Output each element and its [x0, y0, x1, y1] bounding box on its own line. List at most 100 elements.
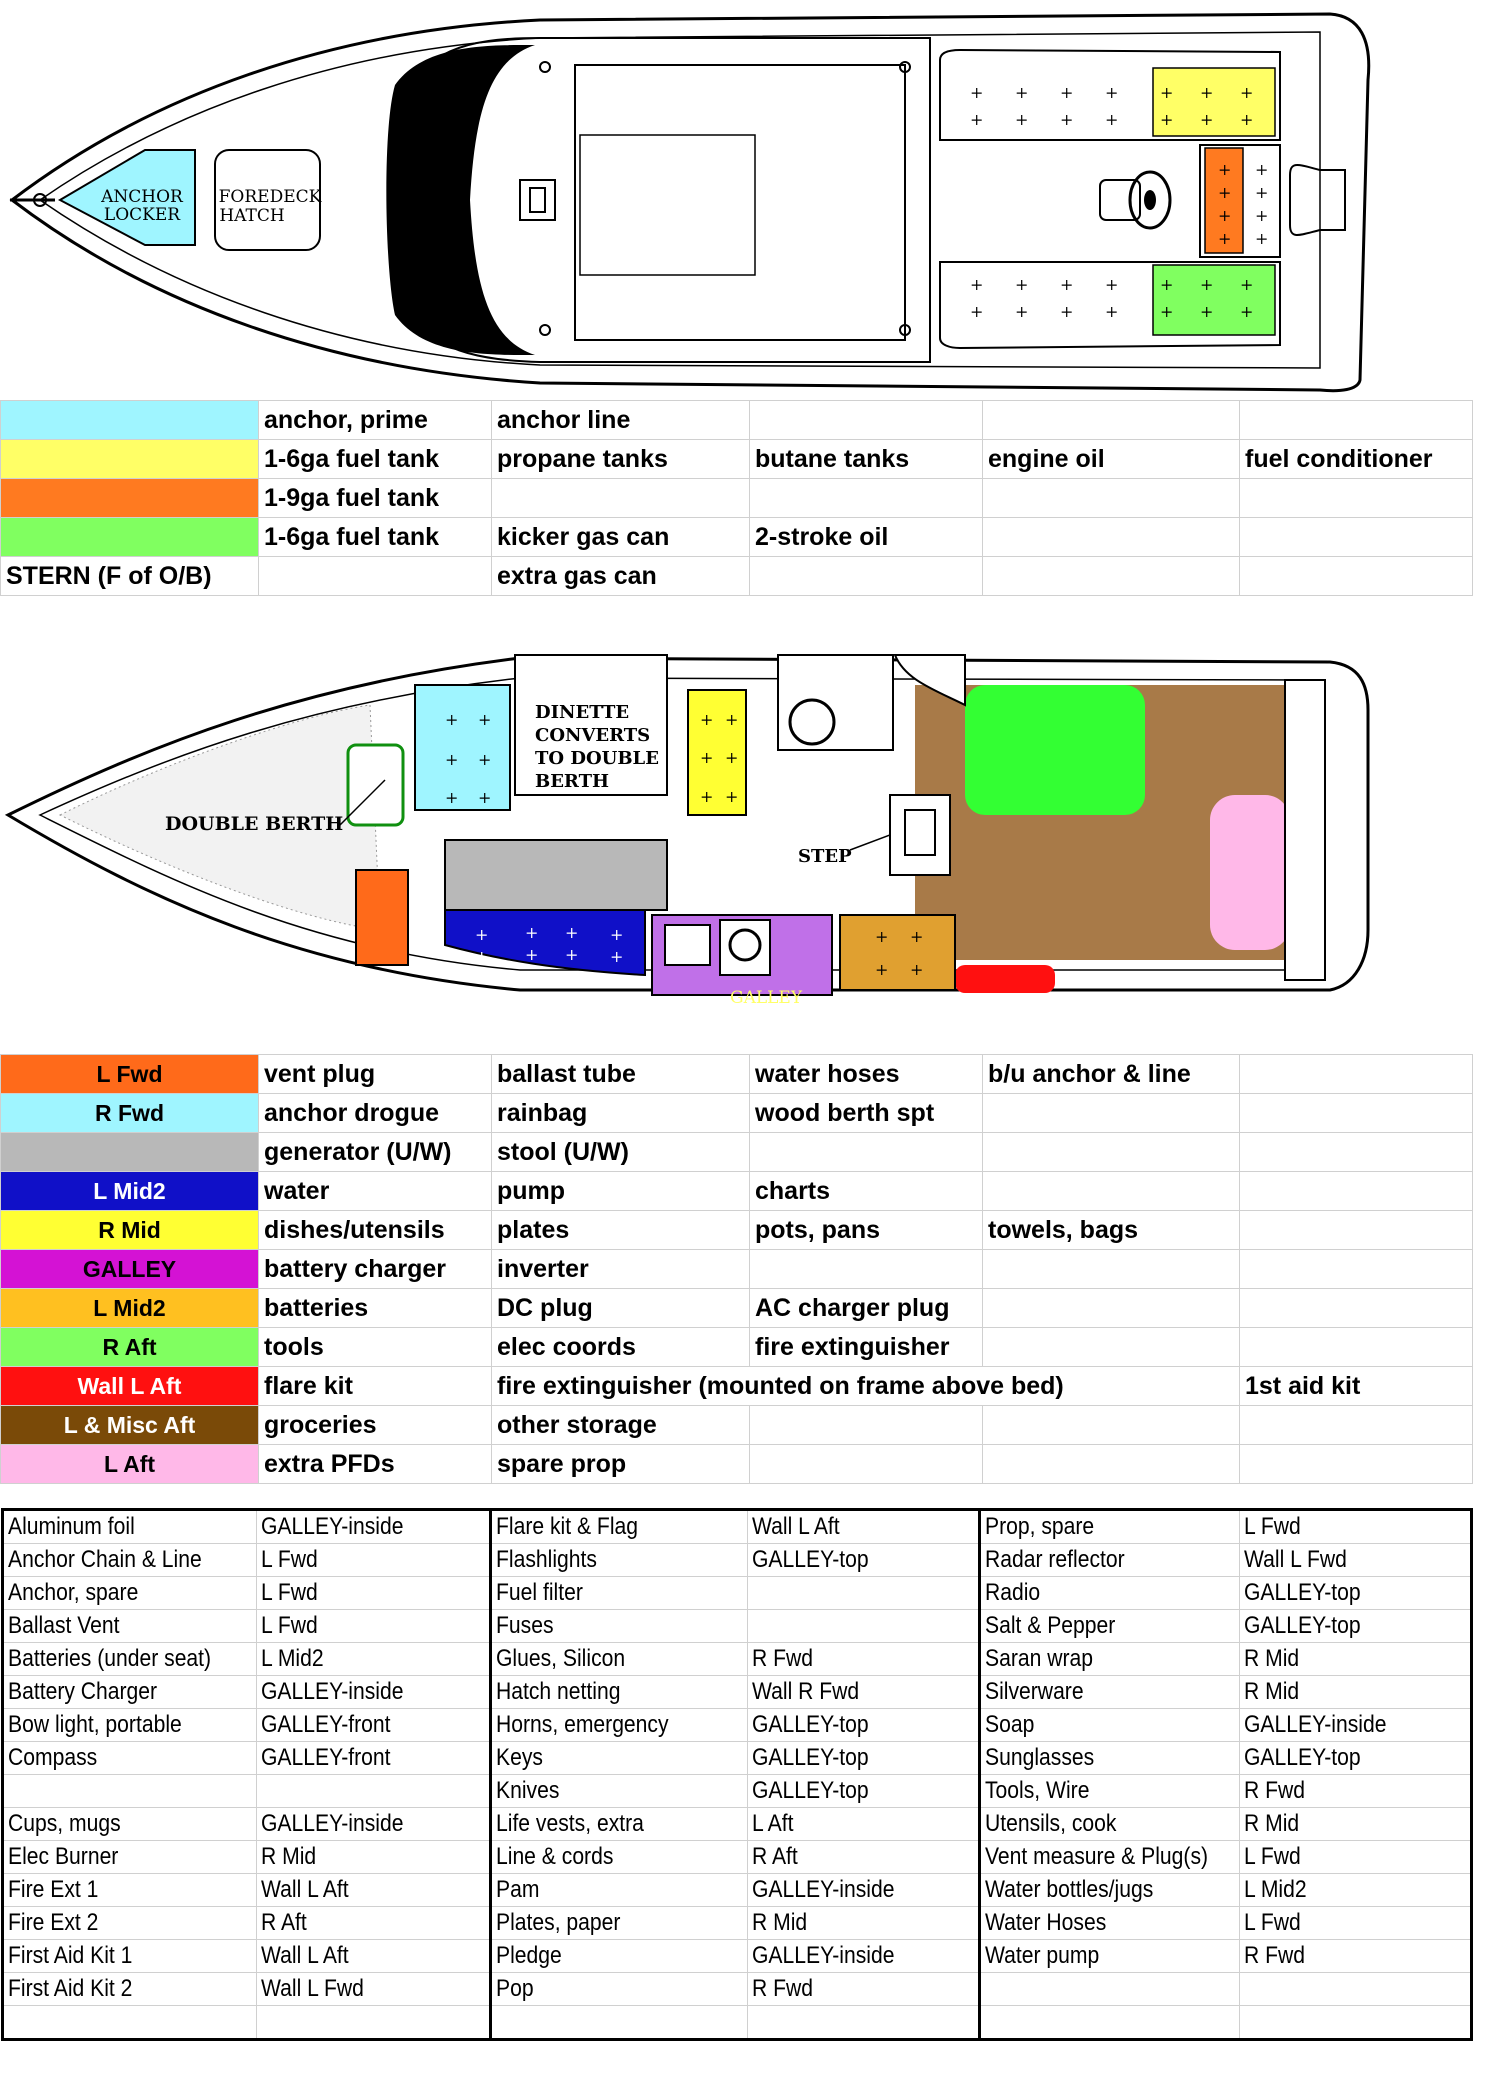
- index-cell-text: R Mid: [261, 1843, 317, 1870]
- index-cell-text: R Fwd: [1244, 1777, 1306, 1804]
- index-cell-text: Sunglasses: [985, 1744, 1095, 1771]
- index-location: R Aft: [747, 1840, 981, 1874]
- index-location: GALLEY-inside: [1239, 1708, 1473, 1742]
- index-cell-text: GALLEY-inside: [752, 1942, 895, 1969]
- index-item: Aluminum foil: [2, 1509, 257, 1544]
- cabin-legend-item: [1239, 1132, 1473, 1172]
- svg-text:+: +: [1160, 275, 1173, 294]
- svg-text:+: +: [478, 788, 491, 807]
- cabin-legend-swatch: GALLEY: [0, 1249, 259, 1289]
- index-cell-text: GALLEY-inside: [261, 1513, 404, 1540]
- svg-text:+: +: [1218, 160, 1231, 179]
- cabin-legend-item: inverter: [491, 1249, 750, 1289]
- cabin-legend-item: flare kit: [258, 1366, 492, 1406]
- index-cell-text: Glues, Silicon: [496, 1645, 626, 1672]
- step-label: STEP: [798, 846, 852, 867]
- cabin-legend-item: [982, 1093, 1240, 1133]
- index-location: L Fwd: [1239, 1840, 1473, 1874]
- deck-legend-item: anchor, prime: [258, 400, 492, 440]
- index-item: Glues, Silicon: [490, 1642, 748, 1676]
- index-cell-text: First Aid Kit 2: [8, 1975, 133, 2002]
- index-location: Wall R Fwd: [747, 1675, 981, 1709]
- svg-text:+: +: [1218, 183, 1231, 202]
- cabin-legend-item: spare prop: [491, 1444, 750, 1484]
- svg-text:+: +: [1015, 275, 1028, 294]
- svg-text:+: +: [700, 787, 713, 806]
- deck-legend-item: [1239, 478, 1473, 518]
- index-location: Wall L Fwd: [1239, 1543, 1473, 1577]
- deck-legend-item: fuel conditioner: [1239, 439, 1473, 479]
- index-item: Tools, Wire: [979, 1774, 1240, 1808]
- cabin-legend-item: plates: [491, 1210, 750, 1250]
- deck-orange-zone: [1204, 147, 1244, 254]
- index-cell-text: Plates, paper: [496, 1909, 621, 1936]
- cabin-legend-item: anchor drogue: [258, 1093, 492, 1133]
- index-cell-text: First Aid Kit 1: [8, 1942, 133, 1969]
- index-item: [979, 1972, 1240, 2006]
- dinette-label-4: BERTH: [535, 771, 609, 792]
- index-location: L Fwd: [1239, 1509, 1473, 1544]
- index-cell-text: Wall L Aft: [261, 1876, 349, 1903]
- svg-text:+: +: [875, 960, 888, 979]
- index-item: Anchor, spare: [2, 1576, 257, 1610]
- index-cell-text: R Aft: [261, 1909, 307, 1936]
- index-cell-text: L Fwd: [1244, 1513, 1301, 1540]
- cabin-legend-item: [1239, 1405, 1473, 1445]
- double-berth-area: [58, 704, 381, 931]
- cabin-legend-item: [982, 1327, 1240, 1367]
- deck-legend-item: 1-6ga fuel tank: [258, 517, 492, 557]
- index-item: First Aid Kit 1: [2, 1939, 257, 1973]
- deck-legend-item: 1-6ga fuel tank: [258, 439, 492, 479]
- index-item: Water Hoses: [979, 1906, 1240, 1940]
- index-cell-text: L Aft: [752, 1810, 794, 1837]
- deck-legend-item: [1239, 517, 1473, 557]
- cabin-legend-swatch: L & Misc Aft: [0, 1405, 259, 1445]
- index-cell-text: Knives: [496, 1777, 560, 1804]
- cabin-legend-item: [982, 1405, 1240, 1445]
- cabin-legend-item: fire extinguisher (mounted on frame abov…: [491, 1366, 1240, 1406]
- index-cell-text: Keys: [496, 1744, 543, 1771]
- index-item: [490, 2005, 748, 2040]
- index-cell-text: Ballast Vent: [8, 1612, 120, 1639]
- red-storage-zone: [955, 965, 1055, 993]
- cabin-diagram: ++ ++ ++ ++ ++ ++ ++ ++ ++++ ++++ DOUBLE…: [4, 654, 1370, 1008]
- svg-text:+: +: [1255, 183, 1268, 202]
- cabin-legend-item: [1239, 1249, 1473, 1289]
- index-location: R Mid: [1239, 1675, 1473, 1709]
- index-cell-text: Anchor, spare: [8, 1579, 139, 1606]
- cabin-legend-item: stool (U/W): [491, 1132, 750, 1172]
- index-cell-text: Radar reflector: [985, 1546, 1125, 1573]
- index-cell-text: Wall L Fwd: [1244, 1546, 1347, 1573]
- index-location: GALLEY-front: [256, 1708, 492, 1742]
- index-location: GALLEY-top: [747, 1741, 981, 1775]
- index-cell-text: Fire Ext 1: [8, 1876, 99, 1903]
- deck-legend-item: engine oil: [982, 439, 1240, 479]
- cabin-legend-item: vent plug: [258, 1054, 492, 1094]
- index-cell-text: Flare kit & Flag: [496, 1513, 639, 1540]
- index-location: Wall L Aft: [747, 1509, 981, 1544]
- index-cell-text: GALLEY-inside: [752, 1876, 895, 1903]
- svg-text:+: +: [1060, 302, 1073, 321]
- index-cell-text: Tools, Wire: [985, 1777, 1090, 1804]
- deck-legend-item: [749, 556, 983, 596]
- svg-text:+: +: [1200, 110, 1213, 129]
- gray-generator-shelf: [444, 839, 668, 911]
- index-location: R Aft: [256, 1906, 492, 1940]
- index-item: Life vests, extra: [490, 1807, 748, 1841]
- index-location: GALLEY-top: [747, 1774, 981, 1808]
- index-cell-text: Salt & Pepper: [985, 1612, 1116, 1639]
- svg-text:+: +: [1240, 275, 1253, 294]
- cabin-legend-swatch: [0, 1132, 259, 1172]
- index-cell-text: GALLEY-inside: [1244, 1711, 1387, 1738]
- index-cell-text: L Mid2: [1244, 1876, 1307, 1903]
- svg-text:+: +: [1200, 275, 1213, 294]
- cabin-legend-swatch: R Aft: [0, 1327, 259, 1367]
- index-item: Pledge: [490, 1939, 748, 1973]
- svg-text:+: +: [445, 750, 458, 769]
